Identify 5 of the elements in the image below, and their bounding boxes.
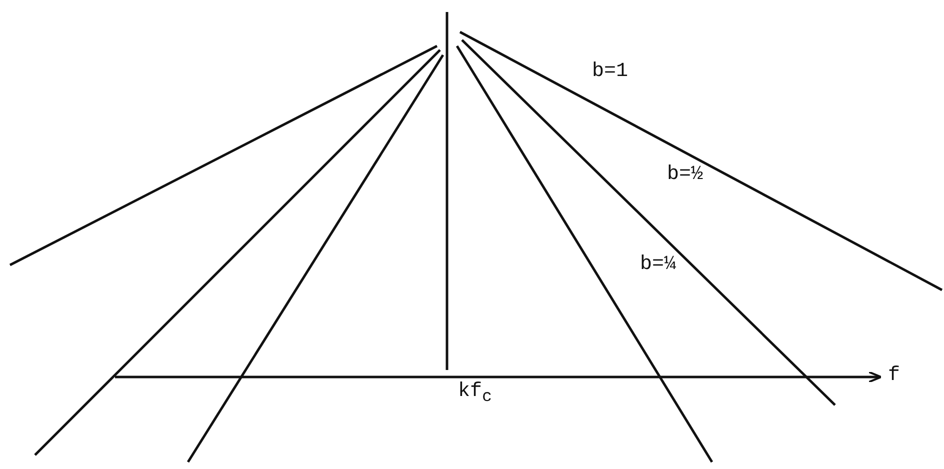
- curve-label: b=1: [592, 62, 628, 82]
- curve-label: b=¼: [640, 255, 676, 275]
- axis-label: f: [888, 366, 900, 386]
- curve-label: b=½: [667, 165, 704, 185]
- axis-tick-label: kf$_{c}$: [458, 382, 492, 407]
